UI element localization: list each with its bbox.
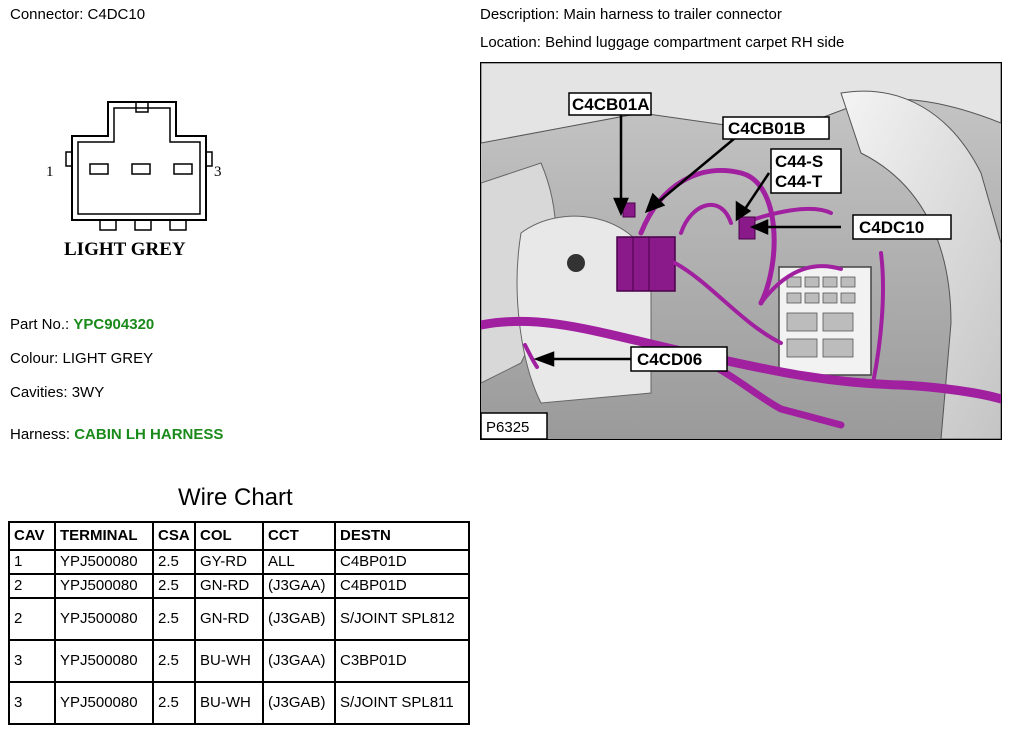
location-value: Behind luggage compartment carpet RH sid… <box>545 34 845 51</box>
cavities-value: 3WY <box>71 384 105 401</box>
location-photo: C4CB01A C4CB01B C44-S C44-T C4DC10 C4CD0… <box>480 62 1002 440</box>
cavities-line: Cavities: 3WY <box>10 384 104 402</box>
header-cav: CAV <box>8 521 56 551</box>
table-row: 1 YPJ500080 2.5 GY-RD ALL C4BP01D <box>8 549 470 575</box>
description-value: Main harness to trailer connector <box>563 6 782 23</box>
cell-terminal: YPJ500080 <box>54 573 154 599</box>
cell-destn: C3BP01D <box>334 639 470 683</box>
colour-value: LIGHT GREY <box>62 350 154 367</box>
location-line: Location: Behind luggage compartment car… <box>480 34 844 52</box>
cell-terminal: YPJ500080 <box>54 549 154 575</box>
cell-cav: 3 <box>8 681 56 725</box>
harness-label: Harness: <box>10 426 71 443</box>
cell-cct: ALL <box>262 549 336 575</box>
cell-cct: (J3GAB) <box>262 681 336 725</box>
cell-terminal: YPJ500080 <box>54 597 154 641</box>
header-csa: CSA <box>152 521 196 551</box>
cell-col: BU-WH <box>194 639 264 683</box>
header-terminal: TERMINAL <box>54 521 154 551</box>
table-row: 3 YPJ500080 2.5 BU-WH (J3GAA) C3BP01D <box>8 639 470 683</box>
cell-cav: 1 <box>8 549 56 575</box>
pin-3-label: 3 <box>214 164 222 180</box>
cavities-label: Cavities: <box>10 384 68 401</box>
colour-line: Colour: LIGHT GREY <box>10 350 153 368</box>
pin-1-label: 1 <box>46 164 54 180</box>
part-no-line: Part No.: YPC904320 <box>10 316 154 334</box>
cell-csa: 2.5 <box>152 573 196 599</box>
cell-cav: 2 <box>8 597 56 641</box>
connector-face-diagram: 1 3 LIGHT GREY <box>46 101 222 260</box>
cell-destn: C4BP01D <box>334 573 470 599</box>
cell-col: GN-RD <box>194 573 264 599</box>
photo-ref: P6325 <box>486 419 529 436</box>
callout-c4dc10: C4DC10 <box>859 218 924 237</box>
cell-col: GY-RD <box>194 549 264 575</box>
vehicle-illustration: C4CB01A C4CB01B C44-S C44-T C4DC10 C4CD0… <box>481 63 1001 439</box>
connector-label: Connector: <box>10 6 84 23</box>
description-line: Description: Main harness to trailer con… <box>480 6 782 24</box>
part-no-value: YPC904320 <box>73 316 155 333</box>
cell-terminal: YPJ500080 <box>54 681 154 725</box>
cavity-1 <box>89 163 109 175</box>
cell-cav: 2 <box>8 573 56 599</box>
description-label: Description: <box>480 6 560 23</box>
callout-c44-t: C44-T <box>775 172 823 191</box>
table-row: 3 YPJ500080 2.5 BU-WH (J3GAB) S/JOINT SP… <box>8 681 470 725</box>
harness-line: Harness: CABIN LH HARNESS <box>10 426 223 444</box>
cavity-3 <box>173 163 193 175</box>
cell-col: GN-RD <box>194 597 264 641</box>
callout-c4cb01a: C4CB01A <box>572 95 649 114</box>
table-header-row: CAV TERMINAL CSA COL CCT DESTN <box>8 521 470 551</box>
header-destn: DESTN <box>334 521 470 551</box>
wire-chart-title: Wire Chart <box>178 484 293 511</box>
location-label: Location: <box>480 34 541 51</box>
part-no-label: Part No.: <box>10 316 70 333</box>
cell-cct: (J3GAA) <box>262 639 336 683</box>
cell-csa: 2.5 <box>152 681 196 725</box>
cell-col: BU-WH <box>194 681 264 725</box>
cell-destn: C4BP01D <box>334 549 470 575</box>
connector-value: C4DC10 <box>87 6 146 23</box>
cell-destn: S/JOINT SPL812 <box>334 597 470 641</box>
cell-destn: S/JOINT SPL811 <box>334 681 470 725</box>
wire-chart-table: CAV TERMINAL CSA COL CCT DESTN 1 YPJ5000… <box>8 521 470 725</box>
cell-csa: 2.5 <box>152 549 196 575</box>
colour-label: Colour: <box>10 350 59 367</box>
cell-cav: 3 <box>8 639 56 683</box>
table-row: 2 YPJ500080 2.5 GN-RD (J3GAB) S/JOINT SP… <box>8 597 470 641</box>
callout-c4cd06: C4CD06 <box>637 350 702 369</box>
header-col: COL <box>194 521 264 551</box>
cell-csa: 2.5 <box>152 639 196 683</box>
table-row: 2 YPJ500080 2.5 GN-RD (J3GAA) C4BP01D <box>8 573 470 599</box>
connector-line: Connector: C4DC10 <box>10 6 145 24</box>
callout-c44-s: C44-S <box>775 152 823 171</box>
cavity-2 <box>131 163 151 175</box>
cell-cct: (J3GAB) <box>262 597 336 641</box>
header-cct: CCT <box>262 521 336 551</box>
callout-c4cb01b: C4CB01B <box>728 119 805 138</box>
diagram-color-label: LIGHT GREY <box>64 239 186 260</box>
cell-terminal: YPJ500080 <box>54 639 154 683</box>
cell-csa: 2.5 <box>152 597 196 641</box>
cell-cct: (J3GAA) <box>262 573 336 599</box>
harness-value: CABIN LH HARNESS <box>74 426 224 443</box>
